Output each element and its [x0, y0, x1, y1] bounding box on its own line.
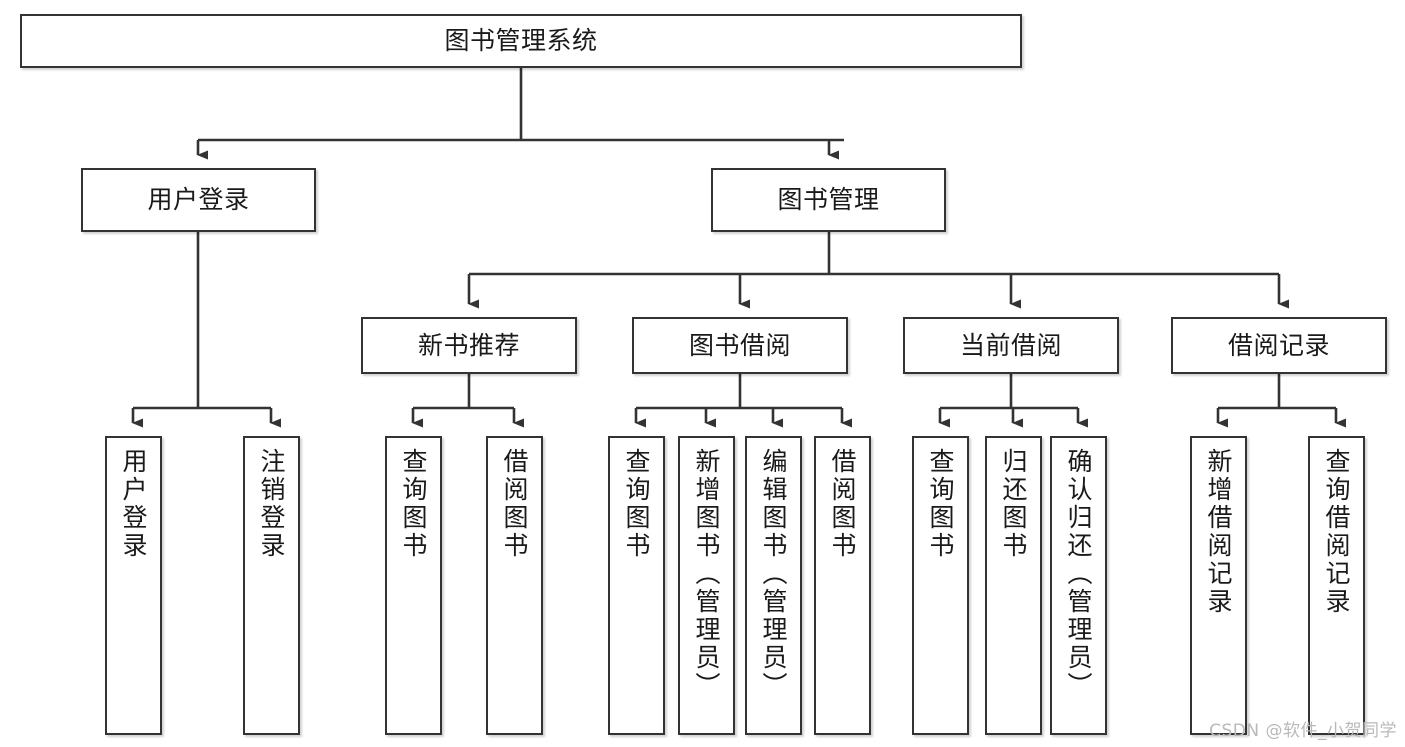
node-root-system[interactable]: 图书管理系统 [20, 14, 1022, 68]
edge-group-current-borrow [938, 374, 1088, 428]
leaf-query-book-current[interactable]: 查询图书 [912, 436, 969, 735]
leaf-user-login[interactable]: 用户登录 [105, 436, 162, 735]
node-book-borrow[interactable]: 图书借阅 [632, 317, 848, 374]
leaf-edit-book-admin[interactable]: 编辑图书（管理员） [745, 436, 802, 735]
leaf-confirm-return-admin[interactable]: 确认归还（管理员） [1050, 436, 1107, 735]
watermark: CSDN @软件_小贺同学 [1209, 721, 1397, 741]
node-label: 查询图书 [926, 448, 955, 560]
node-label: 借阅记录 [1227, 330, 1330, 360]
node-user-login[interactable]: 用户登录 [81, 168, 316, 232]
edge-group-borrow [634, 374, 852, 428]
leaf-query-book-recommend[interactable]: 查询图书 [385, 436, 442, 735]
node-label: 确认归还（管理员） [1064, 448, 1093, 700]
node-label: 新增借阅记录 [1204, 448, 1233, 616]
node-label: 图书管理系统 [444, 26, 598, 56]
node-borrow-record[interactable]: 借阅记录 [1171, 317, 1387, 374]
node-label: 图书管理 [777, 185, 880, 215]
edge-group-root [196, 68, 844, 160]
node-label: 借阅图书 [500, 448, 529, 560]
node-label: 新增图书（管理员） [692, 448, 721, 700]
node-label: 新书推荐 [417, 330, 520, 360]
node-label: 查询图书 [622, 448, 651, 560]
node-label: 编辑图书（管理员） [759, 448, 788, 700]
edge-group-new-book [411, 374, 524, 428]
node-book-management[interactable]: 图书管理 [711, 168, 946, 232]
node-label: 当前借阅 [959, 330, 1062, 360]
node-label: 查询借阅记录 [1322, 448, 1351, 616]
leaf-user-logout[interactable]: 注销登录 [243, 436, 300, 735]
leaf-return-book[interactable]: 归还图书 [985, 436, 1042, 735]
node-label: 图书借阅 [688, 330, 791, 360]
node-label: 归还图书 [999, 448, 1028, 560]
node-new-book-recommend[interactable]: 新书推荐 [361, 317, 577, 374]
node-label: 注销登录 [257, 448, 286, 560]
leaf-add-book-admin[interactable]: 新增图书（管理员） [678, 436, 735, 735]
node-label: 查询图书 [399, 448, 428, 560]
leaf-add-borrow-record[interactable]: 新增借阅记录 [1190, 436, 1247, 735]
node-label: 用户登录 [119, 448, 148, 560]
leaf-borrow-book-recommend[interactable]: 借阅图书 [486, 436, 543, 735]
node-label: 借阅图书 [828, 448, 857, 560]
node-label: 用户登录 [147, 185, 250, 215]
edge-group-user-login [131, 232, 281, 428]
node-current-borrow[interactable]: 当前借阅 [903, 317, 1119, 374]
leaf-query-book-borrow[interactable]: 查询图书 [608, 436, 665, 735]
leaf-query-borrow-record[interactable]: 查询借阅记录 [1308, 436, 1365, 735]
edge-group-borrow-record [1216, 374, 1346, 428]
edge-group-book-manage [467, 232, 1289, 309]
leaf-borrow-book[interactable]: 借阅图书 [814, 436, 871, 735]
